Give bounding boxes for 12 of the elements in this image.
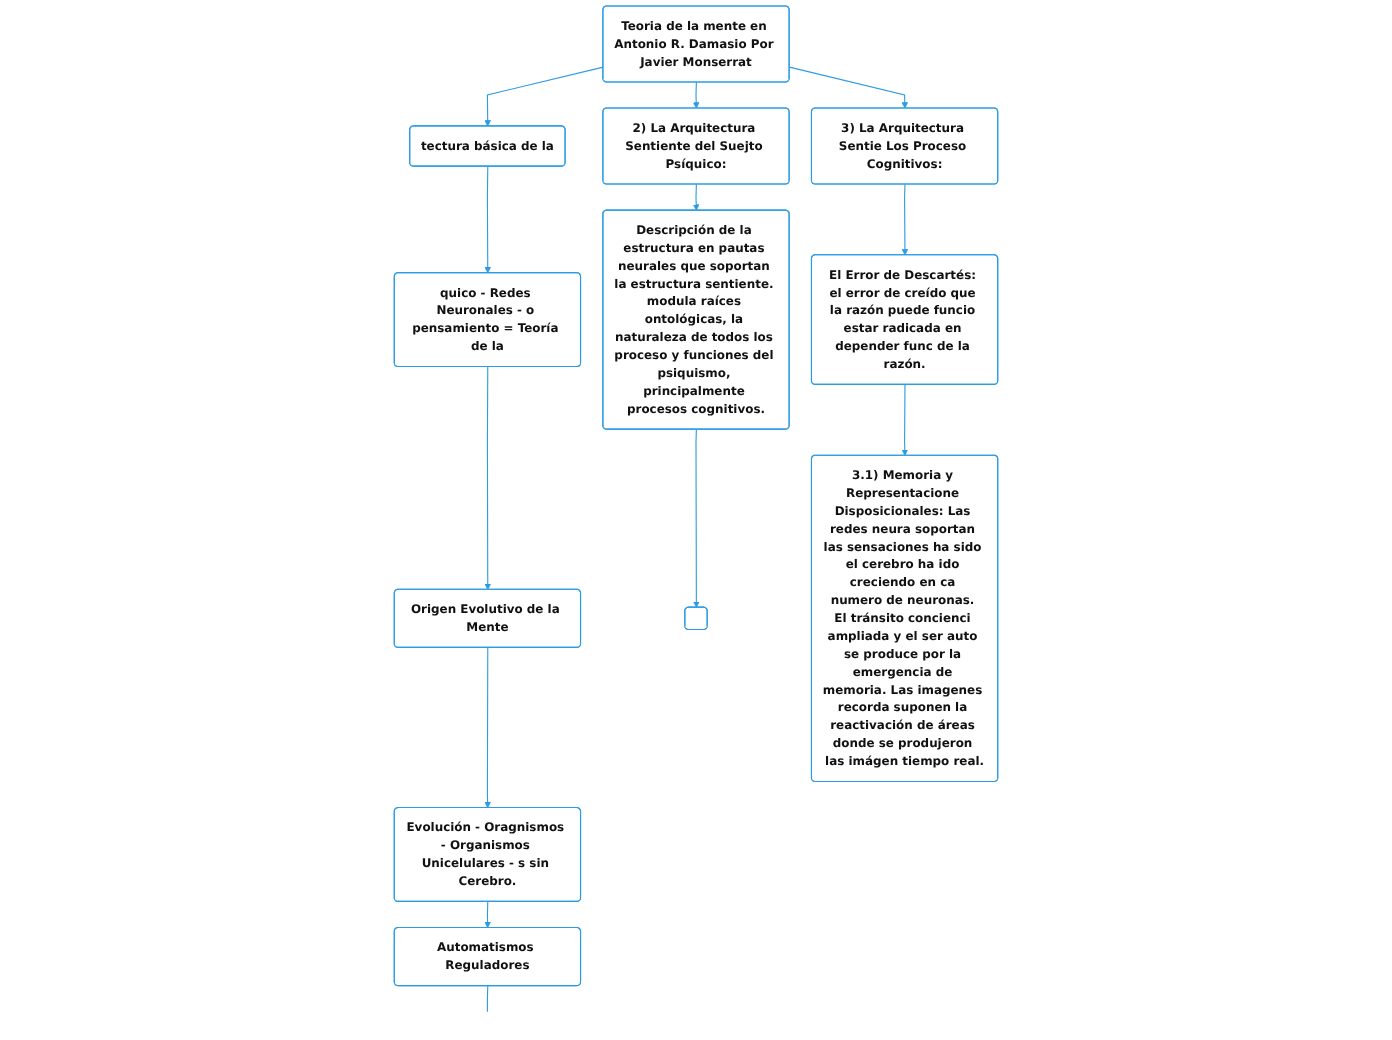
connector [486, 985, 489, 1013]
arrow [692, 183, 700, 211]
arrow [484, 647, 491, 809]
arrow [484, 165, 491, 274]
arrow [901, 384, 909, 456]
arrow [484, 66, 604, 127]
arrow [692, 81, 700, 109]
arrow [693, 428, 700, 608]
arrow [901, 183, 909, 256]
arrow [484, 366, 492, 590]
arrow [788, 66, 909, 109]
arrow [484, 901, 491, 929]
